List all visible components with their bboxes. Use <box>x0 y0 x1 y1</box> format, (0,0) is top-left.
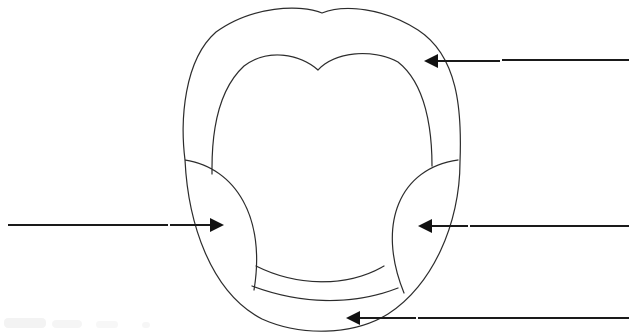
pointer-middle-right <box>418 219 629 233</box>
arrowhead-icon <box>346 311 360 325</box>
arrowhead-icon <box>418 219 432 233</box>
scan-smudge <box>4 318 150 328</box>
arrowhead-icon <box>210 218 224 232</box>
tongue-inner-outline-right <box>318 54 432 166</box>
tongue-outer-outline <box>183 8 460 331</box>
tip-band-lower <box>252 286 398 301</box>
arrowhead-icon <box>424 54 438 68</box>
tip-band-upper <box>256 266 384 282</box>
pointer-top-right <box>424 54 629 68</box>
pointer-middle-left <box>8 218 224 232</box>
tongue-inner-outline <box>212 55 318 174</box>
